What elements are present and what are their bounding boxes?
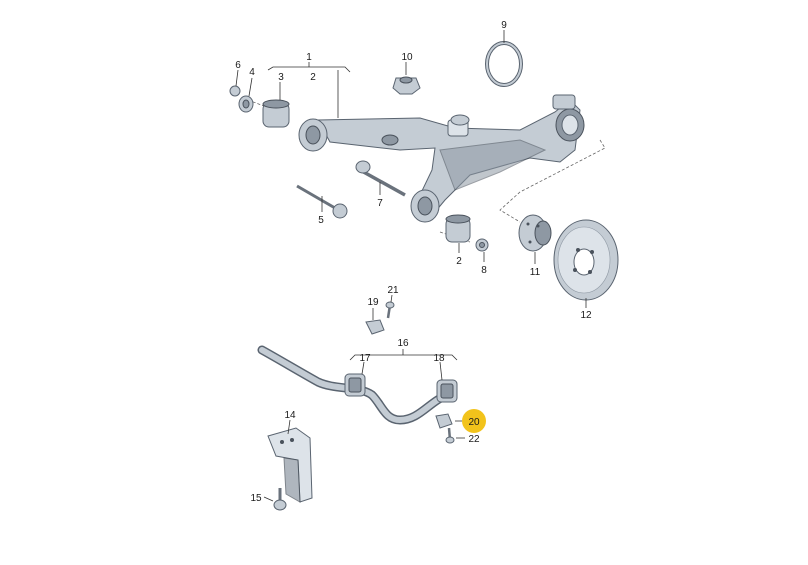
callout-5[interactable]: 5 — [318, 215, 324, 226]
trailing-arm-part-1[interactable] — [317, 94, 585, 219]
bolt-part-22[interactable] — [445, 427, 455, 444]
callout-15[interactable]: 15 — [250, 493, 262, 504]
bolt-part-5[interactable] — [296, 184, 348, 219]
callout-14[interactable]: 14 — [284, 410, 296, 421]
bush-part-2-lower[interactable] — [445, 214, 471, 243]
arm-rear-bush — [410, 189, 440, 223]
brake-disc-part-12[interactable] — [553, 219, 619, 301]
bar-mount-part-17[interactable] — [344, 373, 366, 397]
bolt-part-21[interactable] — [385, 301, 395, 319]
clamp-part-20[interactable] — [435, 413, 453, 429]
callout-3[interactable]: 3 — [278, 72, 284, 83]
callout-22[interactable]: 22 — [468, 434, 480, 445]
callout-18[interactable]: 18 — [433, 353, 445, 364]
callout-labels: 1 2 3 4 6 5 7 2 8 9 10 11 12 14 15 16 17… — [235, 20, 592, 504]
stabilizer-bar-part-16[interactable] — [257, 345, 455, 425]
callout-17[interactable]: 17 — [359, 353, 371, 364]
callout-16[interactable]: 16 — [397, 338, 409, 349]
callout-2-lower[interactable]: 2 — [456, 256, 462, 267]
callout-20[interactable]: 20 — [468, 417, 480, 428]
bush-part-3[interactable] — [262, 99, 290, 128]
bracket-part-14[interactable] — [267, 427, 313, 503]
bolt-part-7[interactable] — [355, 160, 406, 197]
callout-7[interactable]: 7 — [377, 198, 383, 209]
callout-21[interactable]: 21 — [387, 285, 399, 296]
bolt-part-15[interactable] — [273, 488, 287, 511]
leader-lines — [235, 30, 587, 502]
wheel-hub-part-11[interactable] — [518, 214, 552, 252]
callout-2-upper[interactable]: 2 — [310, 72, 316, 83]
nut-part-6[interactable] — [229, 85, 241, 97]
nut-part-8[interactable] — [475, 238, 489, 252]
bar-mount-part-18[interactable] — [436, 379, 458, 403]
callout-12[interactable]: 12 — [580, 310, 592, 321]
nut-part-10[interactable] — [392, 76, 421, 95]
highlight-marker-20 — [462, 409, 486, 433]
callout-19[interactable]: 19 — [367, 297, 379, 308]
ring-part-9[interactable] — [485, 41, 523, 87]
callout-4[interactable]: 4 — [249, 67, 255, 78]
clamp-part-19[interactable] — [365, 319, 385, 335]
callout-10[interactable]: 10 — [401, 52, 413, 63]
washer-part-4[interactable] — [238, 95, 254, 113]
arm-front-bush — [298, 118, 328, 152]
callout-8[interactable]: 8 — [481, 265, 487, 276]
callout-11[interactable]: 11 — [530, 267, 541, 278]
callout-1[interactable]: 1 — [306, 52, 312, 63]
callout-9[interactable]: 9 — [501, 20, 507, 31]
callout-6[interactable]: 6 — [235, 60, 241, 71]
